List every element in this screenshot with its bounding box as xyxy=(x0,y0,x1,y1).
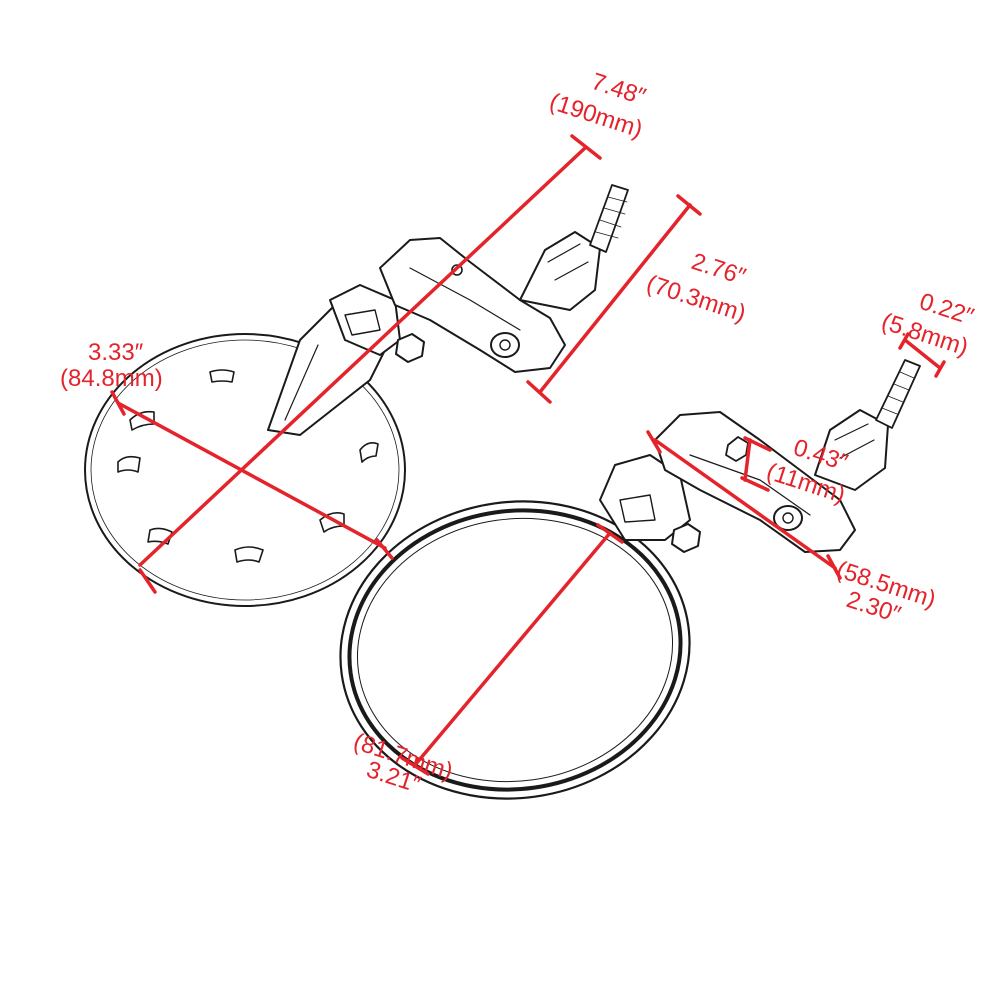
right-mirror-drawing xyxy=(339,359,921,800)
dimension-bolt-diameter: 0.22″ (5.8mm) xyxy=(878,288,977,378)
dimension-rear-diameter: 3.33″ (84.8mm) xyxy=(60,339,394,594)
dimension-glass-diameter: (81.7mm) 3.21″ xyxy=(350,523,624,799)
rear-diameter-inch: 3.33″ xyxy=(88,339,144,366)
left-mirror-drawing xyxy=(84,184,629,607)
rear-diameter-mm: (84.8mm) xyxy=(60,365,163,392)
